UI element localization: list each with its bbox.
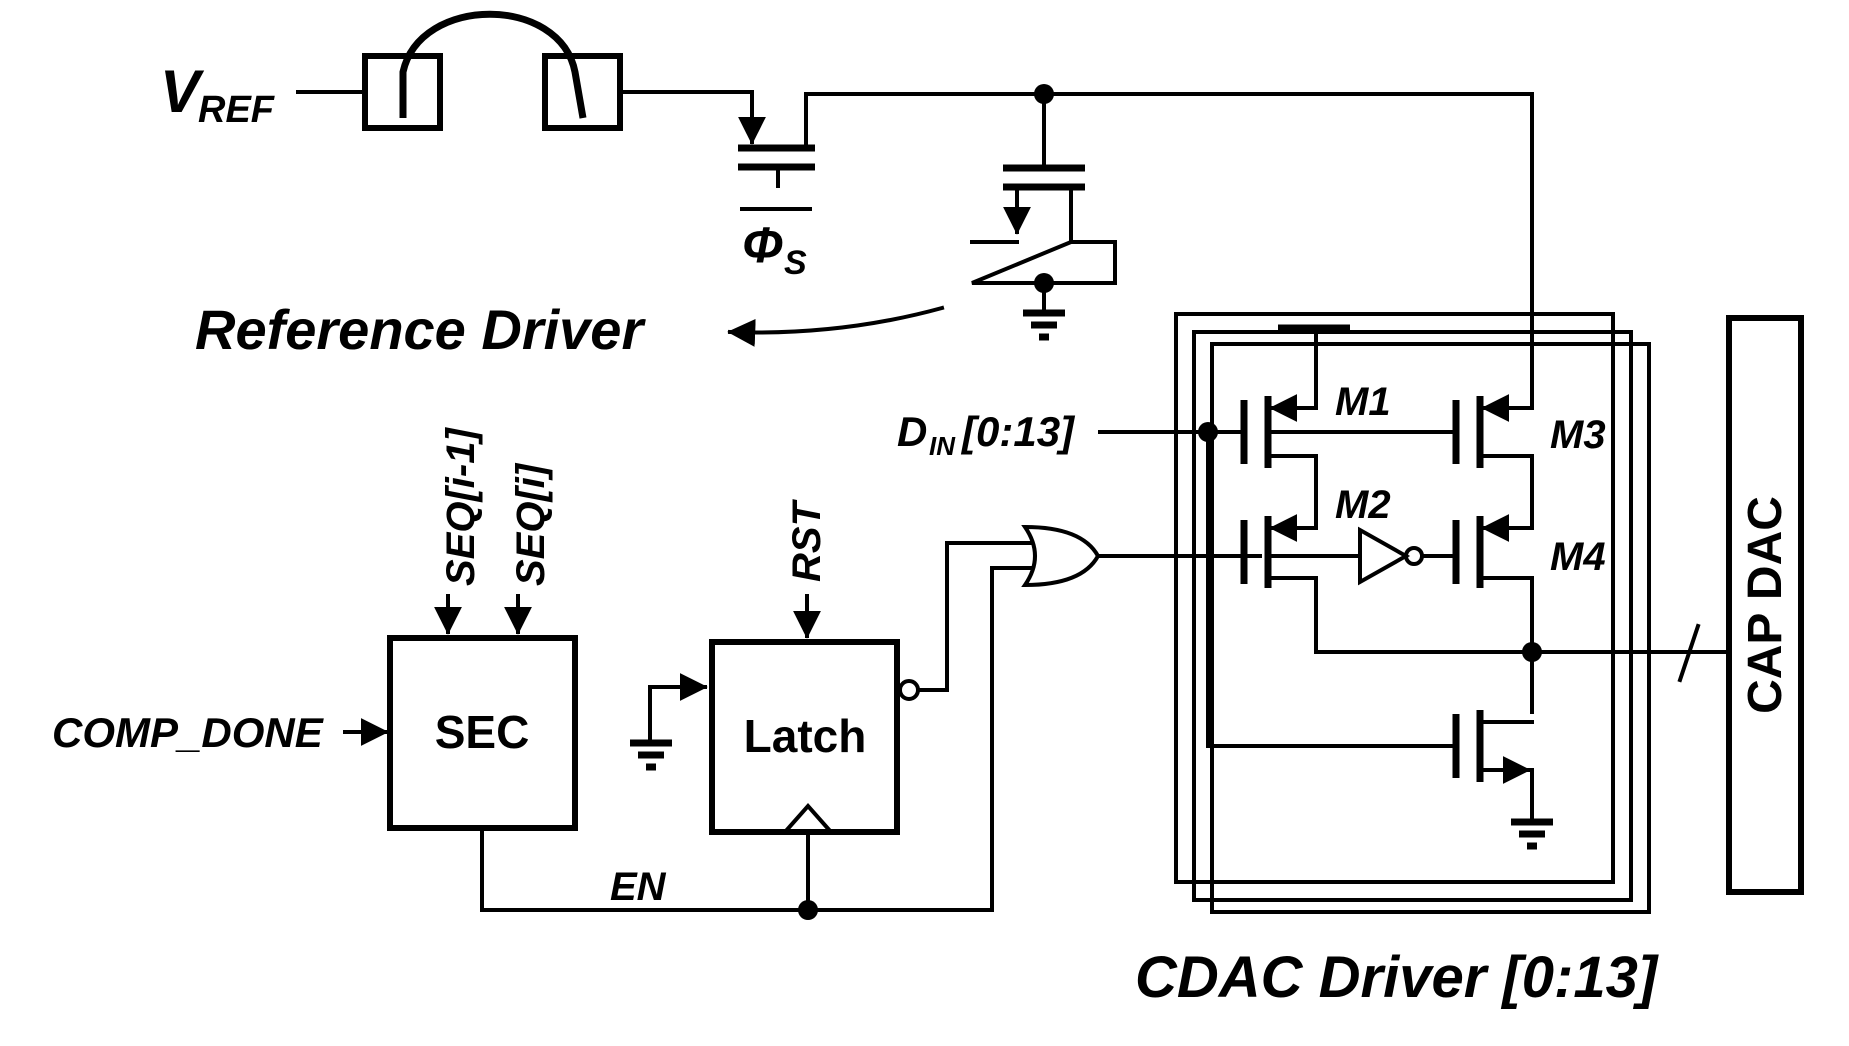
bond-wire	[399, 10, 587, 119]
cdac-driver-label: CDAC Driver [0:13]	[1135, 945, 1659, 1010]
seq-prev-label: SEQ[i-1]	[439, 427, 483, 586]
decoupling-mos-cap	[970, 92, 1117, 341]
sec-label: SEC	[435, 706, 530, 758]
cdac-driver-frame	[1174, 312, 1615, 884]
cdac-driver-stack: D IN [0:13] M1 M2	[897, 312, 1730, 1010]
transistor-m4: M4	[1452, 514, 1606, 714]
sec-section: SEQ[i-1] SEQ[i] COMP_DONE SEC EN	[52, 427, 1032, 912]
comp-done-label: COMP_DONE	[52, 709, 325, 756]
vref-subscript: REF	[198, 89, 276, 131]
din-label: D	[897, 408, 927, 455]
inverter	[1358, 526, 1411, 586]
seq-cur-label: SEQ[i]	[509, 462, 553, 586]
transistor-m2: M2	[1240, 483, 1534, 654]
cap-dac-block	[1726, 315, 1804, 895]
latch-section: RST Latch	[630, 498, 1032, 920]
m4-label: M4	[1550, 535, 1606, 579]
cap-dac-label: CAP DAC	[1739, 496, 1792, 714]
transistor-pull-down	[1452, 710, 1553, 850]
phi-s-subscript: S	[784, 244, 807, 282]
or-gate	[1021, 524, 1101, 588]
transistor-m3: M3	[1452, 394, 1606, 522]
cap-dac-section: CAP DAC	[1726, 315, 1804, 895]
phi-s-label: Φ	[742, 217, 783, 273]
m1-label: M1	[1335, 380, 1391, 424]
din-subscript: IN	[929, 431, 956, 461]
rst-label: RST	[785, 498, 829, 582]
din-range-label: [0:13]	[960, 408, 1076, 455]
m3-label: M3	[1550, 413, 1606, 457]
latch-block	[709, 639, 900, 835]
m2-label: M2	[1335, 483, 1391, 527]
latch-label: Latch	[744, 710, 867, 762]
vref-label: V	[160, 58, 205, 125]
sampling-switch	[738, 92, 815, 188]
reference-driver-label: Reference Driver	[195, 298, 646, 361]
reference-driver-arrow	[727, 305, 945, 347]
reference-driver-section: V REF Φ S	[160, 10, 1534, 402]
en-label: EN	[610, 865, 667, 909]
